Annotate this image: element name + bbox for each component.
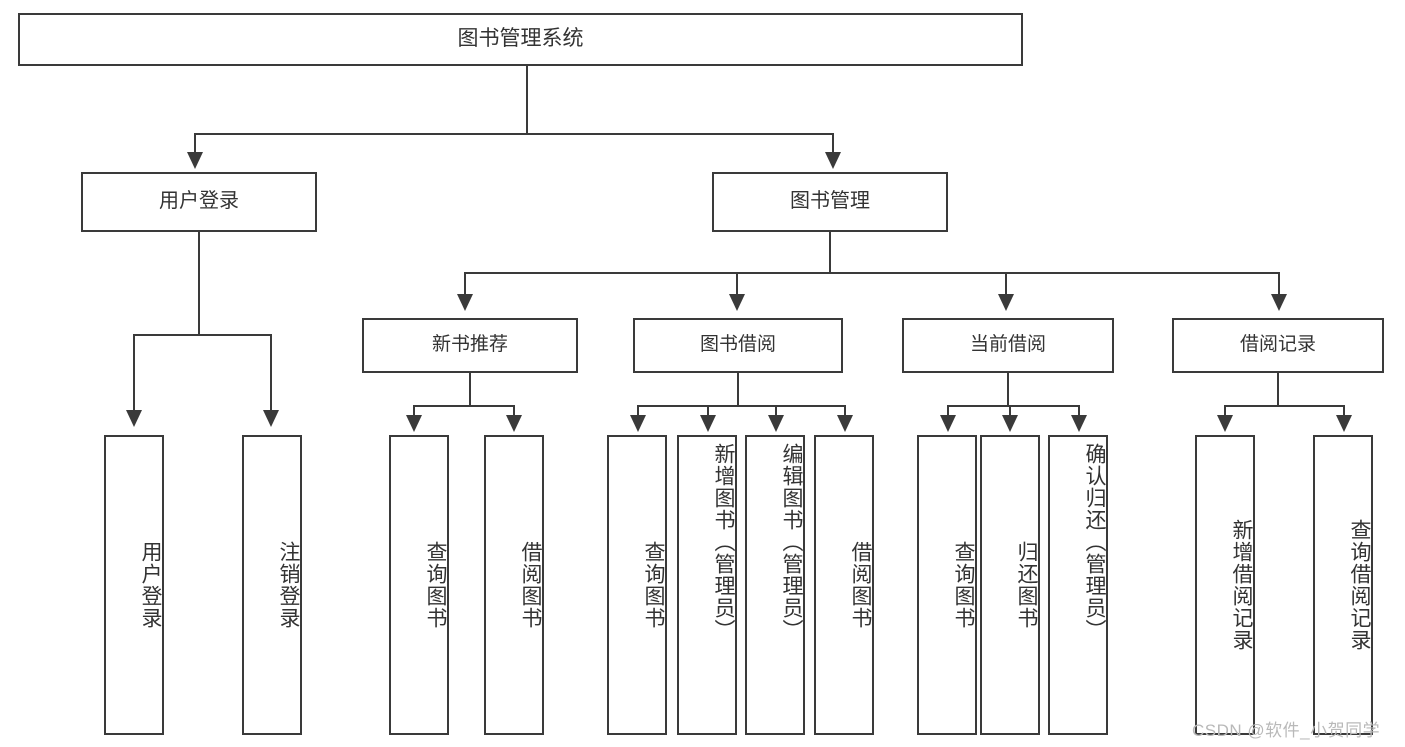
connector-new-book-stem xyxy=(469,373,471,406)
leaf-book-borrow-add-book-admin[interactable]: 新增图书（管理员） xyxy=(677,435,737,735)
arrowhead-new-book-leaf-1 xyxy=(406,415,422,432)
connector-book-borrow-stem xyxy=(737,373,739,406)
arrowhead-new-book-leaf-2 xyxy=(506,415,522,432)
leaf-current-borrow-return-book[interactable]: 归还图书 xyxy=(980,435,1040,735)
node-book-management[interactable]: 图书管理 xyxy=(712,172,948,232)
connector-new-book-bus xyxy=(413,405,514,407)
connector-new-book-drop-1 xyxy=(413,405,415,417)
connector-level3-bus xyxy=(464,272,1280,274)
connector-level2-bus xyxy=(194,133,834,135)
leaf-current-borrow-query-book[interactable]: 查询图书 xyxy=(917,435,977,735)
arrowhead-to-borrow-record xyxy=(1271,294,1287,311)
connector-level2-drop-2 xyxy=(832,133,834,155)
arrowhead-to-user-login xyxy=(187,152,203,169)
connector-borrow-record-stem xyxy=(1277,373,1279,406)
connector-borrow-record-drop-2 xyxy=(1343,405,1345,417)
arrowhead-current-borrow-leaf-3 xyxy=(1071,415,1087,432)
connector-level3-drop-4 xyxy=(1278,272,1280,296)
connector-user-login-bus xyxy=(133,334,270,336)
arrowhead-book-borrow-leaf-2 xyxy=(700,415,716,432)
leaf-current-borrow-confirm-return-admin[interactable]: 确认归还（管理员） xyxy=(1048,435,1108,735)
connector-level3-drop-2 xyxy=(736,272,738,296)
connector-user-login-drop-2 xyxy=(270,334,272,412)
leaf-borrow-record-query-record[interactable]: 查询借阅记录 xyxy=(1313,435,1373,735)
arrowhead-current-borrow-leaf-1 xyxy=(940,415,956,432)
connector-new-book-drop-2 xyxy=(513,405,515,417)
connector-level3-drop-1 xyxy=(464,272,466,296)
arrowhead-borrow-record-leaf-2 xyxy=(1336,415,1352,432)
arrowhead-to-current-borrow xyxy=(998,294,1014,311)
leaf-book-borrow-edit-book-admin[interactable]: 编辑图书（管理员） xyxy=(745,435,805,735)
connector-root-stem xyxy=(526,66,528,134)
node-root-book-management-system[interactable]: 图书管理系统 xyxy=(18,13,1023,66)
leaf-borrow-record-add-record[interactable]: 新增借阅记录 xyxy=(1195,435,1255,735)
leaf-book-borrow-query-book[interactable]: 查询图书 xyxy=(607,435,667,735)
node-current-borrow[interactable]: 当前借阅 xyxy=(902,318,1114,373)
arrowhead-to-new-book-recommend xyxy=(457,294,473,311)
leaf-book-borrow-borrow-book[interactable]: 借阅图书 xyxy=(814,435,874,735)
node-new-book-recommend[interactable]: 新书推荐 xyxy=(362,318,578,373)
arrowhead-to-book-borrow xyxy=(729,294,745,311)
connector-level2-drop-1 xyxy=(194,133,196,155)
arrowhead-book-borrow-leaf-1 xyxy=(630,415,646,432)
connector-current-borrow-drop-1 xyxy=(947,405,949,417)
connector-current-borrow-bus xyxy=(947,405,1078,407)
node-book-borrow[interactable]: 图书借阅 xyxy=(633,318,843,373)
arrowhead-current-borrow-leaf-2 xyxy=(1002,415,1018,432)
arrowhead-book-borrow-leaf-3 xyxy=(768,415,784,432)
arrowhead-user-login-leaf-1 xyxy=(126,410,142,427)
leaf-new-book-query-book[interactable]: 查询图书 xyxy=(389,435,449,735)
arrowhead-user-login-leaf-2 xyxy=(263,410,279,427)
connector-book-borrow-drop-3 xyxy=(775,405,777,417)
node-user-login[interactable]: 用户登录 xyxy=(81,172,317,232)
arrowhead-borrow-record-leaf-1 xyxy=(1217,415,1233,432)
connector-current-borrow-drop-3 xyxy=(1078,405,1080,417)
connector-book-borrow-bus xyxy=(637,405,845,407)
connector-book-borrow-drop-1 xyxy=(637,405,639,417)
arrowhead-book-borrow-leaf-4 xyxy=(837,415,853,432)
arrowhead-to-book-management xyxy=(825,152,841,169)
connector-user-login-stem xyxy=(198,232,200,335)
node-borrow-record[interactable]: 借阅记录 xyxy=(1172,318,1384,373)
leaf-user-login-login[interactable]: 用户登录 xyxy=(104,435,164,735)
leaf-user-login-logout[interactable]: 注销登录 xyxy=(242,435,302,735)
connector-borrow-record-drop-1 xyxy=(1224,405,1226,417)
csdn-watermark: CSDN @软件_小贺同学 xyxy=(1192,721,1381,740)
connector-current-borrow-drop-2 xyxy=(1009,405,1011,417)
connector-user-login-drop-1 xyxy=(133,334,135,412)
connector-book-management-stem xyxy=(829,232,831,274)
leaf-new-book-borrow-book[interactable]: 借阅图书 xyxy=(484,435,544,735)
connector-current-borrow-stem xyxy=(1007,373,1009,406)
connector-borrow-record-bus xyxy=(1224,405,1344,407)
connector-book-borrow-drop-4 xyxy=(844,405,846,417)
connector-book-borrow-drop-2 xyxy=(707,405,709,417)
connector-level3-drop-3 xyxy=(1005,272,1007,296)
